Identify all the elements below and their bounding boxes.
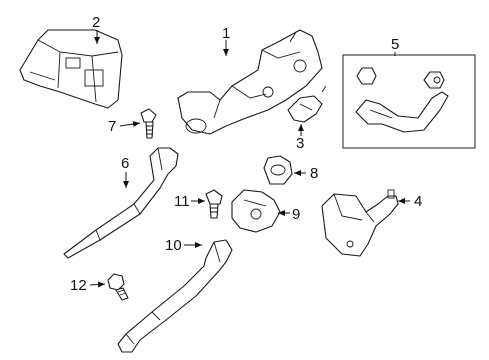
part-9-bracket [231, 189, 281, 233]
part-1-steering-column [177, 29, 323, 135]
callout-10-label: 10 [165, 237, 182, 254]
callout-3: 3 [296, 124, 304, 152]
callout-8-label: 8 [310, 165, 318, 182]
callout-9-label: 9 [292, 206, 300, 223]
part-4-tilt-motor [321, 189, 399, 257]
kit-lever [355, 91, 449, 133]
callout-5-label: 5 [391, 36, 399, 53]
part-10-lower-shaft [117, 239, 233, 353]
callout-11-label: 11 [174, 193, 190, 210]
callout-4: 4 [398, 193, 422, 210]
callout-2: 2 [92, 14, 100, 44]
part-12-bolt [107, 273, 129, 301]
part-6-intermediate-shaft [63, 147, 179, 259]
part-2-column-shroud [19, 29, 123, 109]
callout-7: 7 [108, 118, 141, 135]
part-3-sensor [287, 85, 327, 123]
callout-12-label: 12 [70, 277, 87, 294]
part-5-kit-box [342, 54, 476, 149]
callout-7-label: 7 [108, 118, 116, 135]
part-8-cap [263, 155, 293, 185]
kit-bushing-left [356, 67, 377, 85]
kit-bushing-right [423, 71, 445, 89]
callout-9: 9 [278, 206, 300, 223]
callout-10: 10 [165, 237, 202, 254]
callout-1-label: 1 [222, 25, 230, 42]
callout-6-label: 6 [121, 155, 129, 172]
callout-2-label: 2 [92, 14, 100, 31]
callout-4-label: 4 [414, 193, 422, 210]
callout-12: 12 [70, 277, 106, 294]
callout-3-label: 3 [296, 135, 304, 152]
callout-1: 1 [222, 25, 230, 56]
callout-11: 11 [174, 193, 205, 210]
callout-6: 6 [121, 155, 129, 188]
callout-5: 5 [391, 36, 399, 56]
part-11-bolt [205, 189, 223, 219]
part-7-bolt [140, 108, 157, 139]
callout-8: 8 [294, 165, 318, 182]
